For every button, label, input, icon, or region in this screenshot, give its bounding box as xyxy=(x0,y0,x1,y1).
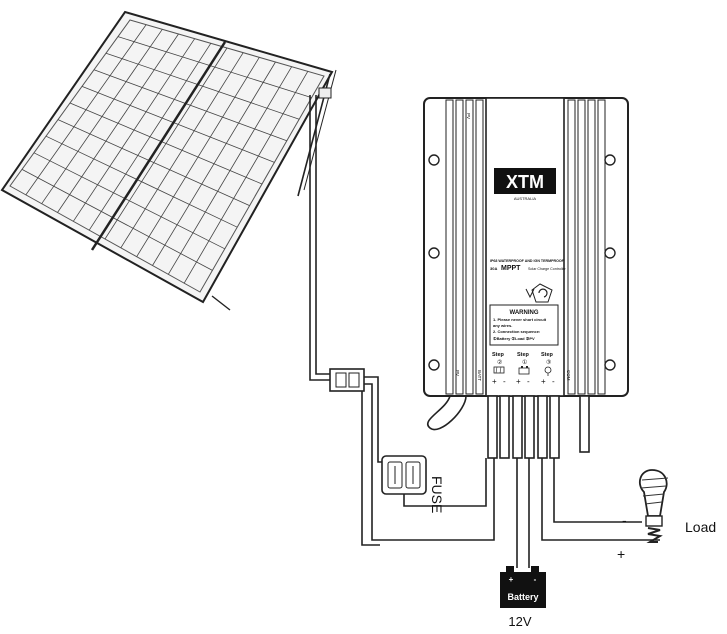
warning-label: WARNING 1. Please never short circuit an… xyxy=(489,304,559,346)
svg-text:Step: Step xyxy=(541,352,554,358)
svg-text:+: + xyxy=(516,377,521,386)
load-label: Load xyxy=(685,519,716,535)
sensor-lead xyxy=(427,395,467,431)
svg-text:③: ③ xyxy=(546,359,551,366)
mounting-screws xyxy=(428,154,616,371)
fuse xyxy=(381,455,487,507)
charge-controller: XTM AUSTRALIA IP68 WATERPROOF AND IGN TE… xyxy=(423,97,629,431)
solar-panel xyxy=(0,10,337,311)
battery-label: Battery xyxy=(507,592,538,602)
solar-cell-grid xyxy=(21,24,312,284)
svg-text:+: + xyxy=(541,377,546,386)
svg-text:AUSTRALIA: AUSTRALIA xyxy=(514,196,537,201)
terminal-polarity-labels: + - + - + - xyxy=(492,377,555,386)
pv-cable-left xyxy=(309,95,330,381)
battery: + - Battery xyxy=(500,566,546,608)
load-plus-label: + xyxy=(617,546,625,562)
load-bulb-icon xyxy=(638,469,669,543)
pv-lower-label: PV xyxy=(455,370,460,376)
battery-icon xyxy=(518,367,530,375)
batt-side-label: BATT xyxy=(477,370,482,381)
bulb-icon xyxy=(544,366,552,374)
svg-text:-: - xyxy=(503,377,506,386)
load-positive-wire xyxy=(541,458,660,541)
controller-output-cables xyxy=(487,395,590,459)
load-negative-wire xyxy=(553,458,642,523)
fuse-label: FUSE xyxy=(429,476,445,513)
heatsink-fins-left xyxy=(445,99,484,395)
product-line-1: IP68 WATERPROOF AND IGN TERMPROOF xyxy=(490,259,565,263)
xtm-logo: XTM AUSTRALIA xyxy=(494,168,556,201)
solar-module-icon xyxy=(493,366,505,374)
pv-positive-wire xyxy=(364,376,386,463)
svg-text:1. Please never short circuit: 1. Please never short circuit xyxy=(493,317,547,322)
svg-text:①Battery ②Load ③PV: ①Battery ②Load ③PV xyxy=(493,336,535,341)
battery-voltage: 12V xyxy=(508,614,531,629)
connection-steps: Step ② Step ① Step ③ xyxy=(492,352,554,376)
svg-text:-: - xyxy=(527,377,530,386)
svg-text:2. Connection sequence:: 2. Connection sequence: xyxy=(493,329,540,334)
svg-text:Step: Step xyxy=(492,352,505,358)
heatsink-fins-right xyxy=(567,99,606,395)
svg-text:+: + xyxy=(492,377,497,386)
product-rating: 30A xyxy=(490,266,497,271)
load-minus-label: - xyxy=(622,512,627,528)
product-type: MPPT xyxy=(501,265,521,272)
svg-text:any wires.: any wires. xyxy=(493,323,512,328)
svg-text:-: - xyxy=(552,377,555,386)
svg-text:+: + xyxy=(509,575,514,584)
svg-text:XTM: XTM xyxy=(506,172,544,192)
svg-text:Step: Step xyxy=(517,352,530,358)
product-name: Solar Charge Controller xyxy=(528,267,567,271)
com-side-label: COM xyxy=(566,370,571,381)
svg-text:WARNING: WARNING xyxy=(510,310,539,316)
svg-text:②: ② xyxy=(497,359,502,366)
pv-side-label: PV xyxy=(466,113,471,119)
svg-text:-: - xyxy=(534,575,537,584)
certification-marks-icon xyxy=(525,283,553,303)
svg-text:①: ① xyxy=(522,359,527,366)
mc4-connector xyxy=(329,368,365,392)
